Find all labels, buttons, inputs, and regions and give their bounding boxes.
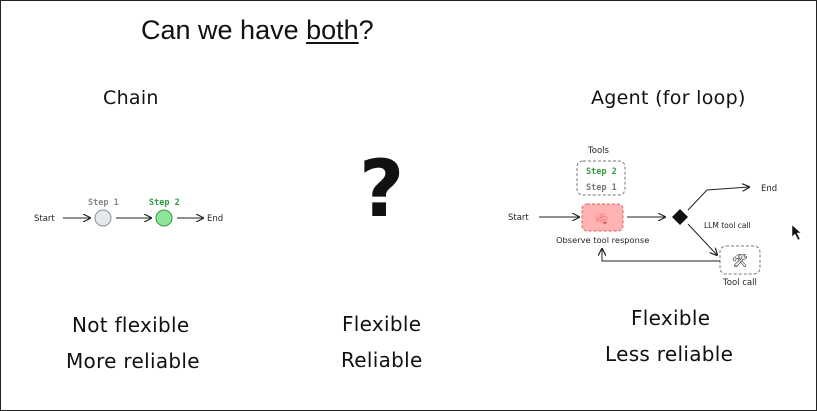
chain-end-label: End [207,214,223,224]
middle-caption-1: Flexible [342,312,422,336]
tool-call-label: Tool call [722,278,757,288]
agent-loop-arrow [602,249,720,262]
chain-step1-node [94,209,112,227]
llm-decision-diamond [672,209,688,225]
slide-title: Can we have both? [141,15,374,45]
agent-arrow-tool [687,223,717,255]
chain-caption-2: More reliable [66,349,200,373]
agent-start-label: Start [508,213,529,223]
tools-label: Tools [587,146,610,156]
title-emphasis: both [306,15,359,45]
tool-step1-label: Step 1 [586,183,617,193]
tool-step2-label: Step 2 [586,167,617,177]
brain-icon: 🧠 [594,212,610,227]
tools-box [576,160,626,196]
question-mark: ? [359,145,405,235]
mouse-cursor-icon [791,224,802,241]
tools-icon: 🛠 [732,254,749,269]
chain-step1-label: Step 1 [88,198,119,208]
chain-step2-node [155,209,173,227]
agent-end-label: End [761,184,777,194]
agent-caption-2: Less reliable [605,342,734,366]
llm-label: LLM tool call [704,221,751,230]
agent-heading: Agent (for loop) [591,87,746,109]
middle-caption-2: Reliable [341,348,423,372]
tool-call-box [719,245,761,275]
agent-caption-1: Flexible [631,306,711,330]
agent-arrow-end [687,187,749,211]
chain-caption-1: Not flexible [72,313,190,337]
observe-label: Observe tool response [556,235,649,245]
chain-heading: Chain [103,87,159,109]
chain-start-label: Start [34,214,55,224]
observe-box [581,203,624,232]
chain-step2-label: Step 2 [149,198,180,208]
